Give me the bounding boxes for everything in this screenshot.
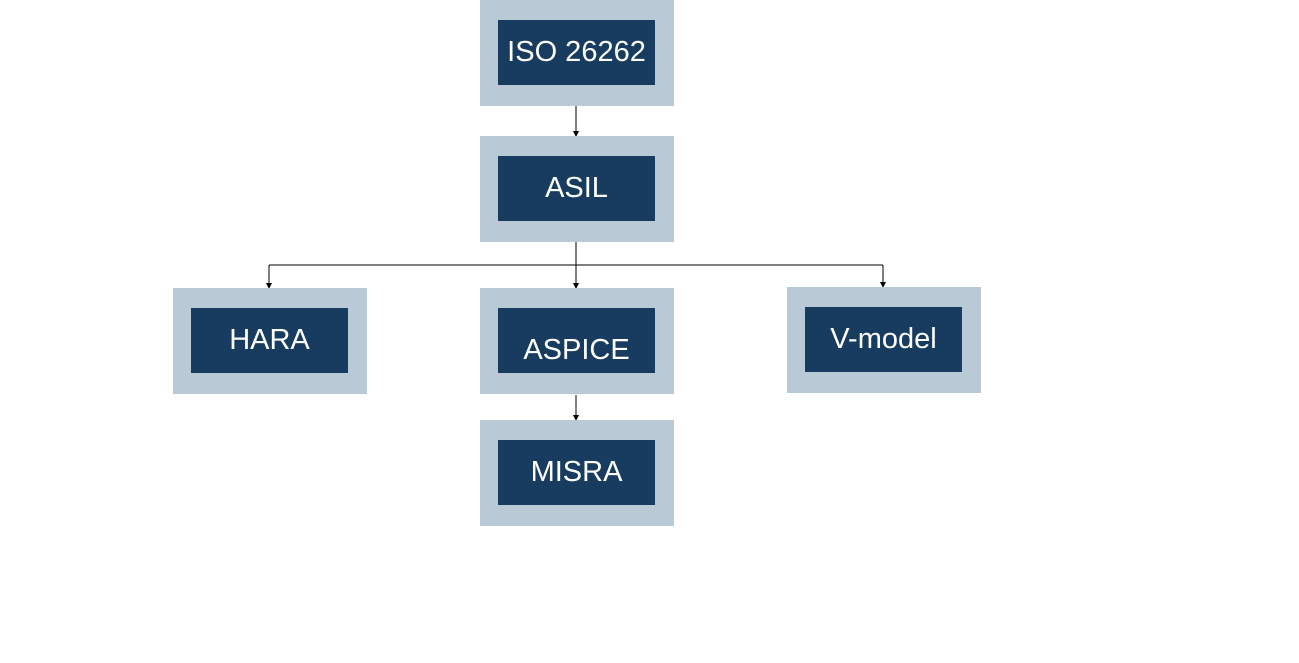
node-misra-label: MISRA [498,440,655,505]
node-hara[interactable]: HARA [173,288,367,394]
node-hara-label: HARA [191,308,348,373]
node-asil-label: ASIL [498,156,655,221]
node-asil[interactable]: ASIL [480,136,674,242]
node-iso26262[interactable]: ISO 26262 [480,0,674,106]
node-aspice[interactable]: ASPICE [480,288,674,394]
node-vmodel-label: V-model [805,307,962,372]
node-vmodel[interactable]: V-model [787,287,981,393]
node-misra[interactable]: MISRA [480,420,674,526]
node-iso26262-label: ISO 26262 [498,20,655,85]
node-aspice-label: ASPICE [498,308,655,373]
